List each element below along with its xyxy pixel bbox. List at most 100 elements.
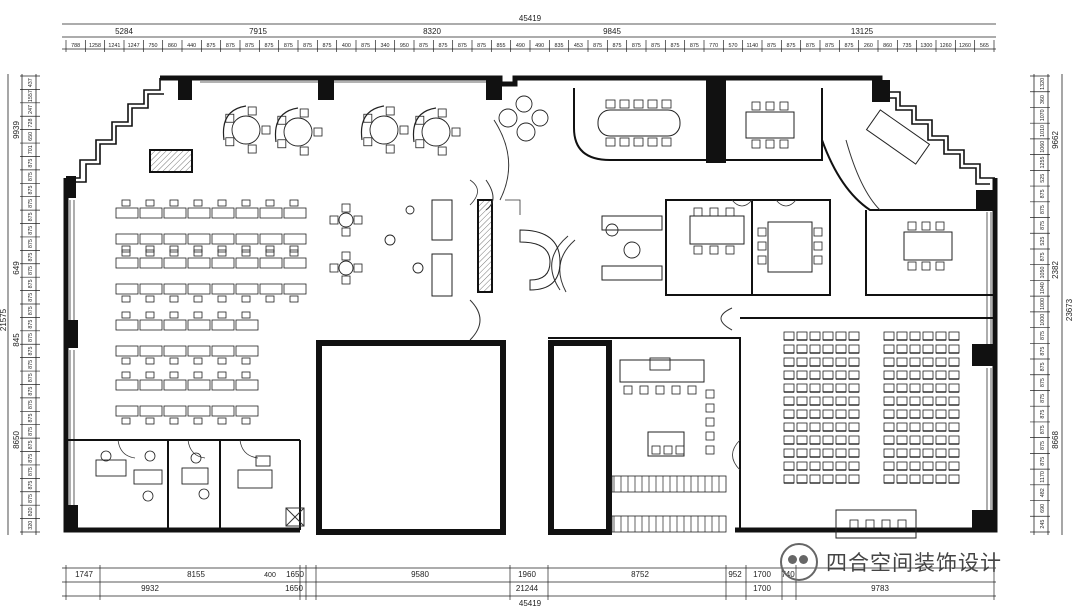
bottom-total-label: 45419: [519, 599, 542, 608]
workstation-desk: [163, 345, 187, 357]
side-detail-label: 875: [1040, 457, 1046, 466]
top-detail-label: 855: [497, 43, 506, 49]
side-detail-label: 875: [1040, 394, 1046, 403]
pod-chair: [385, 144, 395, 154]
training-chair: [896, 422, 908, 432]
meeting-chair: [705, 445, 715, 455]
small-chair: [353, 263, 363, 273]
side-detail-label: 875: [1040, 410, 1046, 419]
office-chair: [145, 357, 155, 365]
training-chair: [922, 370, 934, 380]
top-detail-label: 875: [477, 43, 486, 49]
armchair: [144, 450, 156, 462]
training-chair: [796, 461, 808, 471]
workstation-desk: [211, 379, 235, 391]
training-chair: [909, 370, 921, 380]
side-detail-label: 525: [1040, 237, 1046, 246]
bottom-detail-label: 1747: [75, 570, 93, 579]
boardroom-chair: [661, 137, 672, 147]
top-detail-label: 735: [903, 43, 912, 49]
training-chair: [922, 383, 934, 393]
top-segment-label: 9845: [603, 27, 621, 36]
pod-chair: [363, 137, 373, 147]
training-chair: [896, 357, 908, 367]
top-segment-label: 7915: [249, 27, 267, 36]
office-chair: [169, 311, 179, 319]
meeting-chair: [693, 245, 703, 255]
training-chair: [948, 331, 960, 341]
training-chair: [796, 474, 808, 484]
side-detail-label: 1050: [1040, 267, 1046, 279]
top-detail-label: 875: [593, 43, 602, 49]
office-desk: [255, 455, 271, 467]
window-mullions: [69, 81, 992, 510]
training-chair: [848, 435, 860, 445]
side-detail-label: 875: [28, 279, 34, 288]
training-chair: [783, 331, 795, 341]
workstation-desk: [163, 319, 187, 331]
boardroom-chair: [619, 99, 630, 109]
training-chair: [922, 357, 934, 367]
meeting-chair: [639, 385, 649, 395]
left-detail-labels: 4371557247728650701875875875875875875875…: [28, 78, 34, 530]
meeting-chair: [813, 227, 823, 237]
training-chair: [835, 370, 847, 380]
round-table: [531, 109, 549, 127]
training-chair: [809, 370, 821, 380]
meeting-chair: [813, 241, 823, 251]
office-chair: [193, 295, 203, 303]
training-chair: [835, 409, 847, 419]
meeting-chair: [663, 445, 673, 455]
small-chair: [341, 227, 351, 237]
bottom-detail-label: 8752: [631, 570, 649, 579]
pod-chair: [299, 108, 309, 118]
office-chair: [193, 311, 203, 319]
training-chair: [809, 448, 821, 458]
training-chair: [896, 370, 908, 380]
meeting-chair: [907, 261, 917, 271]
meeting-chair: [751, 139, 761, 149]
office-desk: [181, 467, 209, 485]
training-chair: [935, 331, 947, 341]
left-dimension-lines: [7, 74, 37, 535]
training-chair: [922, 435, 934, 445]
side-detail-label: 875: [28, 266, 34, 275]
side-detail-label: 690: [1040, 504, 1046, 513]
training-chair: [809, 331, 821, 341]
office-chair: [265, 199, 275, 207]
top-detail-label: 875: [245, 43, 254, 49]
office-chair: [169, 245, 179, 253]
pod-chair: [277, 139, 287, 149]
workstation-desk: [187, 345, 211, 357]
training-chair: [922, 422, 934, 432]
side-detail-label: 875: [28, 159, 34, 168]
office-chair: [121, 245, 131, 253]
meeting-chair: [709, 207, 719, 217]
training-chair: [935, 357, 947, 367]
workstation-desk: [115, 319, 139, 331]
pod-chair: [451, 127, 461, 137]
meeting-chair: [935, 221, 945, 231]
office-chair: [121, 311, 131, 319]
side-detail-label: 1255: [1040, 156, 1046, 168]
training-chair: [883, 435, 895, 445]
training-chair: [909, 383, 921, 393]
meeting-room-table: [619, 109, 953, 539]
side-detail-label: 875: [28, 360, 34, 369]
workstation-desk: [187, 405, 211, 417]
top-detail-label: 490: [516, 43, 525, 49]
training-chair: [848, 370, 860, 380]
pod-table: [283, 117, 313, 147]
side-detail-label: 875: [1040, 441, 1046, 450]
meeting-chair: [921, 261, 931, 271]
bottom-detail-label: 9580: [411, 570, 429, 579]
office-chair: [217, 245, 227, 253]
pod-chair: [225, 113, 235, 123]
office-chair: [121, 295, 131, 303]
side-detail-label: 875: [1040, 252, 1046, 261]
workstation-desk: [283, 207, 307, 219]
top-detail-label: 875: [419, 43, 428, 49]
side-detail-label: 875: [28, 212, 34, 221]
office-chair: [241, 311, 251, 319]
training-chair: [883, 357, 895, 367]
